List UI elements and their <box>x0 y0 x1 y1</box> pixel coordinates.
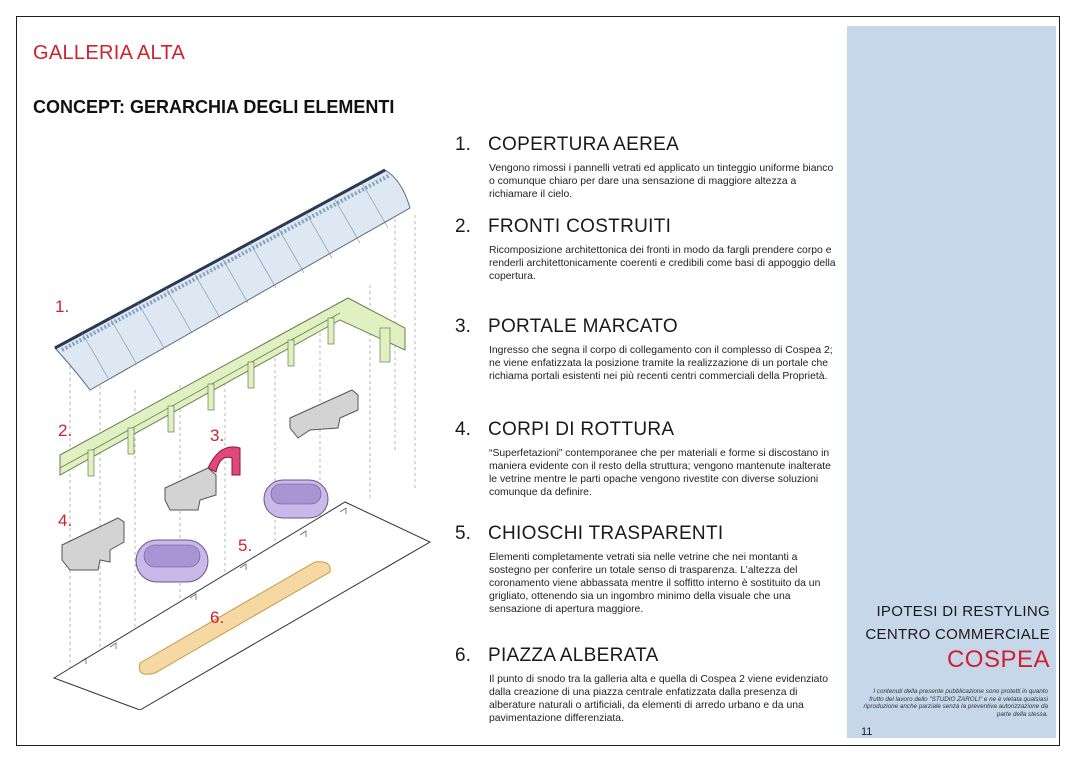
portal-element <box>208 447 240 475</box>
concept-title: CONCEPT: GERARCHIA DEGLI ELEMENTI <box>33 97 394 118</box>
item-title: PIAZZA ALBERATA <box>488 645 659 667</box>
item-number: 2. <box>455 216 471 238</box>
item-description: Vengono rimossi i pannelli vetrati ed ap… <box>489 162 839 201</box>
project-subtitle-line-1: IPOTESI DI RESTYLING <box>852 600 1050 623</box>
exploded-axonometric-illustration: 1. 2. 3. 4. 5. 6. <box>40 150 440 715</box>
item-number: 1. <box>455 134 471 156</box>
item-title: COPERTURA AEREA <box>488 134 679 156</box>
item-title: FRONTI COSTRUITI <box>488 216 671 238</box>
item-description: Il punto di snodo tra la galleria alta e… <box>489 673 839 725</box>
project-subtitle-line-2: CENTRO COMMERCIALE <box>852 623 1050 646</box>
copyright-disclaimer: I contenuti della presente pubblicazione… <box>860 688 1048 718</box>
item-description: Ingresso che segna il corpo di collegame… <box>489 344 839 383</box>
project-subtitle: IPOTESI DI RESTYLING CENTRO COMMERCIALE <box>852 600 1050 646</box>
illustration-label-6: 6. <box>210 608 224 628</box>
item-description: “Superfetazioni” contemporanee che per m… <box>489 447 839 499</box>
item-number: 6. <box>455 645 471 667</box>
item-number: 4. <box>455 419 471 441</box>
illustration-label-3: 3. <box>210 426 224 446</box>
item-number: 5. <box>455 523 471 545</box>
item-number: 3. <box>455 316 471 338</box>
illustration-label-1: 1. <box>55 297 69 317</box>
roof-element <box>55 170 410 390</box>
item-description: Elementi completamente vetrati sia nelle… <box>489 551 839 616</box>
item-description: Ricomposizione architettonica dei fronti… <box>489 244 839 283</box>
illustration-drawing <box>40 150 440 710</box>
page-number: 11 <box>861 726 872 738</box>
item-title: PORTALE MARCATO <box>488 316 678 338</box>
item-title: CHIOSCHI TRASPARENTI <box>488 523 723 545</box>
illustration-label-2: 2. <box>58 421 72 441</box>
brand-name: COSPEA <box>852 646 1050 674</box>
illustration-label-5: 5. <box>238 536 252 556</box>
section-title: GALLERIA ALTA <box>33 42 185 65</box>
item-title: CORPI DI ROTTURA <box>488 419 674 441</box>
illustration-label-4: 4. <box>58 511 72 531</box>
